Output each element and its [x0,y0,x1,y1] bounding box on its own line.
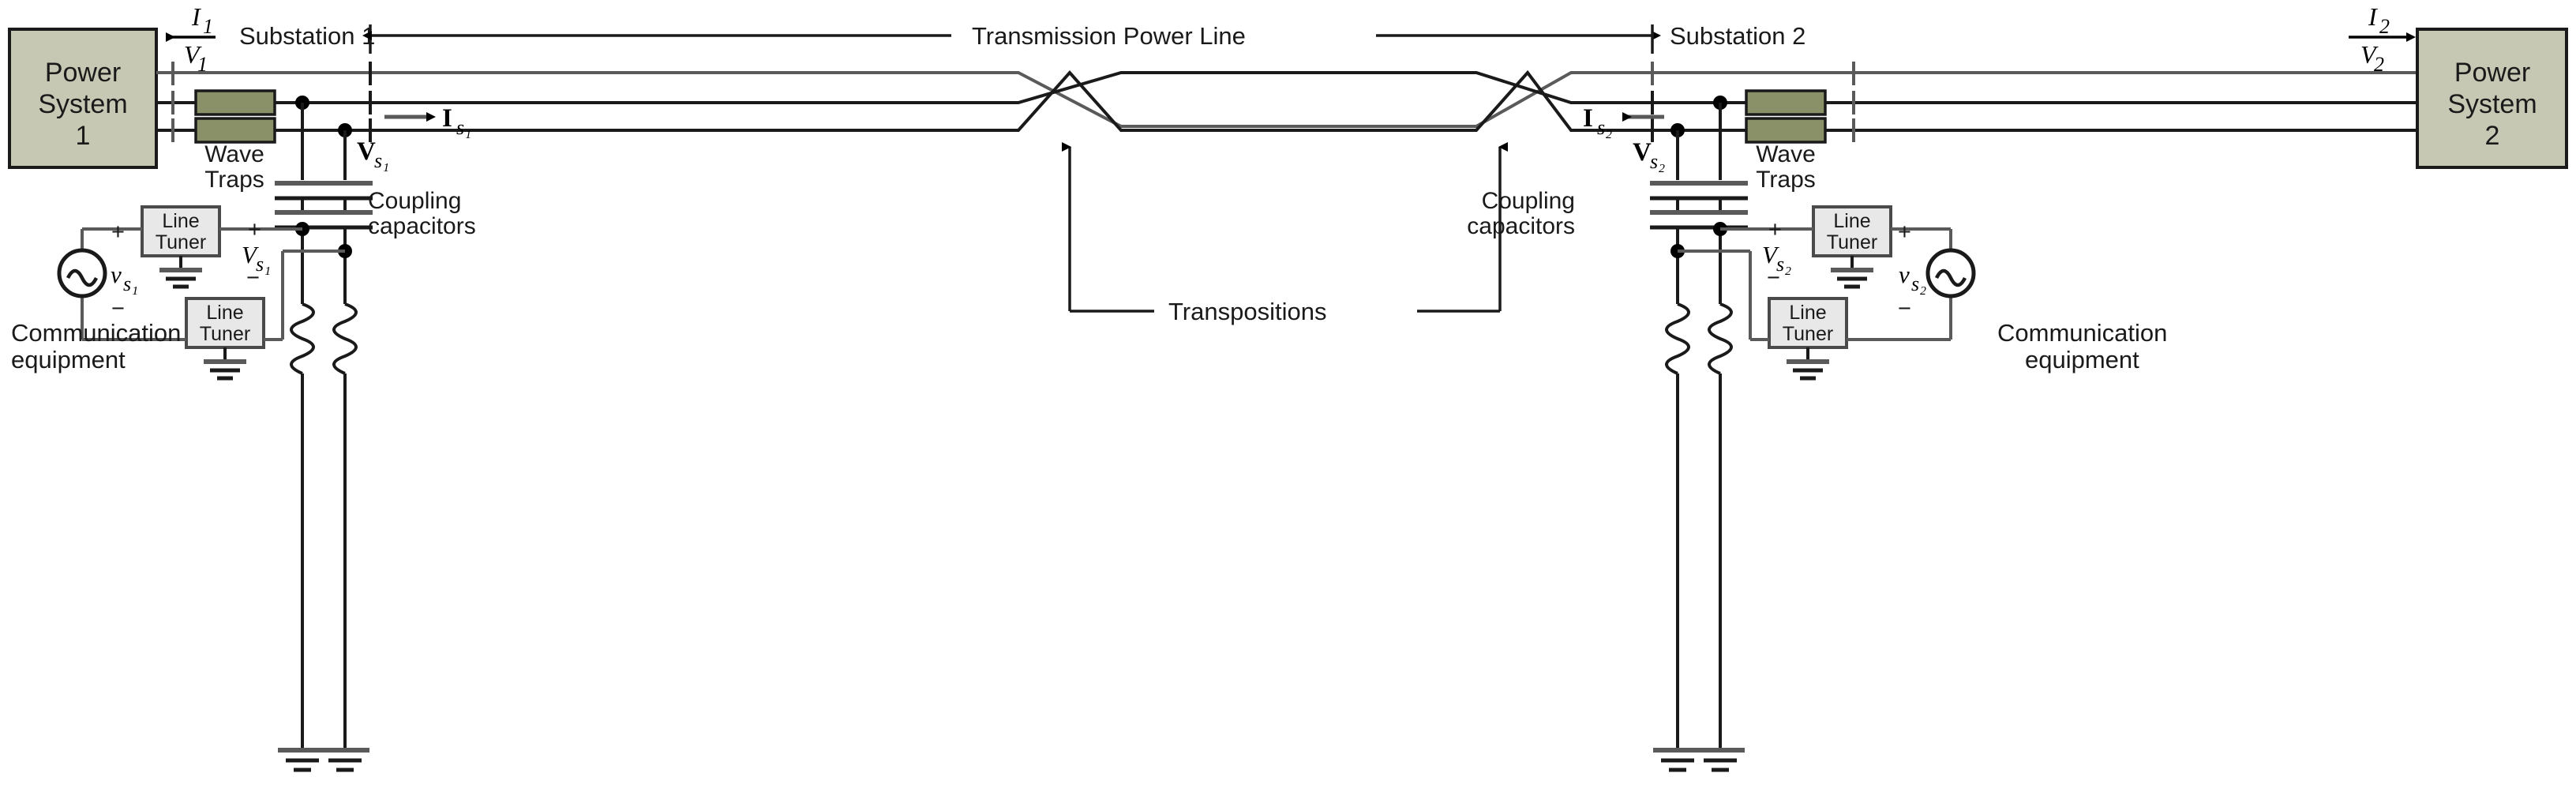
transpositions-label: Transpositions [1168,298,1326,325]
ac-source-2-label: v [1899,261,1910,288]
line-voltage-2-subscript: s₂ [1650,150,1665,173]
coupling-capacitors-1-line2: capacitors [368,213,476,239]
line-tuner-1-top: Line Tuner [141,205,221,289]
line-current-2-annotation: I s₂ [1583,104,1664,139]
ac-source-1-label: v [111,261,122,288]
ac-source-1-minus: − [111,296,125,321]
power-system-1-line1: Power [45,58,121,88]
voltage-1-label: V [184,40,202,69]
tuner-voltage-2-minus: − [1767,265,1780,291]
comm-equipment-1-wiring [81,227,345,341]
voltage-2-annotation: V 2 [2360,40,2384,76]
tuner-voltage-1-plus: + [248,217,261,242]
tuner-voltage-2-subscript: s₂ [1776,253,1791,276]
line-voltage-1-subscript: s₁ [374,149,389,172]
power-system-1-line3: 1 [76,121,91,151]
comm-equipment-2-line2: equipment [2025,346,2139,373]
power-system-2-line1: Power [2454,58,2530,88]
voltage-2-subscript: 2 [2374,53,2384,76]
wave-traps-1-line1: Wave [204,141,264,167]
tuner-voltage-1-label: V [242,241,259,268]
wave-trap-2-upper [1745,89,1827,116]
line-voltage-1-annotation: V s₁ [357,137,389,172]
current-1-annotation: I 1 [166,2,216,42]
wave-traps-1-line2: Traps [204,167,264,193]
current-1-label: I [191,2,201,31]
ac-source-2-minus: − [1898,296,1911,321]
wave-trap-1-upper [194,89,276,116]
line-current-1-label: I [442,104,452,133]
tuner-voltage-2-plus: + [1768,217,1782,242]
transmission-line-label: Transmission Power Line [972,22,1246,50]
line-tuner-2-bottom: Line Tuner [1768,297,1848,381]
line-tuner-2-top-line1: Line [1833,210,1870,232]
line-tuner-2-top: Line Tuner [1812,205,1892,289]
line-tuner-1-top-line1: Line [162,210,199,232]
phase-conductor-c [156,69,2417,132]
power-system-1-line2: System [38,89,127,119]
line-tuner-1-bottom-line2: Tuner [200,323,250,345]
comm-equipment-2-wiring [1678,227,1952,341]
line-current-2-subscript: s₂ [1597,116,1612,139]
comm-equipment-1-line2: equipment [11,346,126,373]
voltage-1-subscript: 1 [197,53,208,76]
line-current-1-annotation: I s₁ [384,104,471,139]
voltage-1-annotation: V 1 [184,40,208,76]
power-system-2-line2: System [2447,89,2537,119]
ac-source-1 [57,248,107,298]
current-2-label: I [2368,2,2378,31]
phase-tick-marks-left [171,62,372,142]
transpositions-callout: Transpositions [1062,142,1508,325]
current-2-annotation: I 2 [2349,2,2416,42]
line-current-1-subscript: s₁ [456,116,471,139]
line-voltage-2-label: V [1633,138,1652,167]
current-1-subscript: 1 [203,15,213,38]
comm-equipment-2-line1: Communication [1997,319,2167,347]
wave-trap-2-lower [1745,117,1827,144]
line-tuner-2-bottom-line2: Tuner [1783,323,1833,345]
line-voltage-1-label: V [357,137,376,166]
tuner-voltage-2-label: V [1762,241,1779,268]
coupling-capacitors-1-line1: Coupling [368,188,461,214]
power-system-2-box: Power System 2 [2416,28,2568,169]
ac-source-1-subscript: s₁ [123,272,138,295]
transmission-line-header: Transmission Power Line [362,22,1661,50]
coupling-capacitor-2b-branch [1693,96,1748,772]
phase-conductor-b [156,71,2417,104]
ac-source-2-plus: + [1898,220,1911,245]
ac-source-1-plus: + [111,220,125,245]
substation-1-label: Substation 1 [239,22,375,50]
coupling-capacitors-2-line2: capacitors [1467,213,1575,239]
power-system-1-box: Power System 1 [8,28,158,169]
tuner-voltage-1-subscript: s₁ [256,253,271,276]
line-current-2-label: I [1583,104,1593,133]
coupling-capacitor-1a-branch [275,96,330,772]
coupling-capacitor-2a-branch [1650,123,1705,772]
line-voltage-2-annotation: V s₂ [1633,138,1665,173]
ac-source-2-subscript: s₂ [1911,272,1926,295]
line-tuner-2-bottom-line1: Line [1789,302,1826,324]
current-2-subscript: 2 [2379,15,2390,38]
voltage-2-label: V [2360,40,2379,69]
comm-equipment-1-line1: Communication [11,319,181,347]
tuner-voltage-1-minus: − [246,265,260,291]
wave-traps-2-line2: Traps [1756,167,1816,193]
line-tuner-1-top-line2: Tuner [156,231,206,253]
line-tuner-1-bottom: Line Tuner [185,297,265,381]
coupling-capacitors-2-line1: Coupling [1482,188,1575,214]
wave-trap-1-lower [194,117,276,144]
line-tuner-2-top-line2: Tuner [1827,231,1877,253]
line-tuner-1-bottom-line1: Line [206,302,243,324]
phase-conductor-a [156,71,2417,128]
substation-2-label: Substation 2 [1670,22,1805,50]
ac-source-2 [1925,248,1976,298]
phase-tick-marks-right [1651,62,1855,142]
power-system-2-line3: 2 [2485,121,2500,151]
wave-traps-2-line1: Wave [1756,141,1816,167]
coupling-capacitor-1b-branch [317,123,373,772]
